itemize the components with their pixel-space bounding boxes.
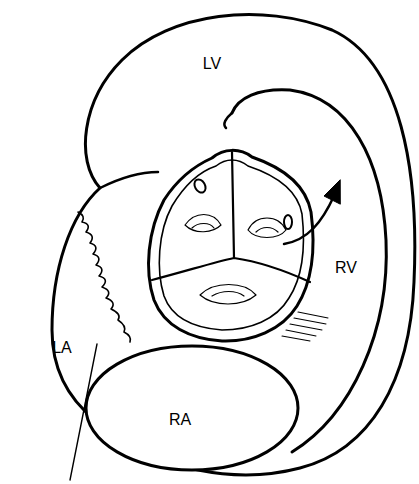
right-atrium-outline	[86, 346, 298, 470]
valve-rim	[159, 160, 303, 330]
commissures	[152, 152, 310, 282]
septum-hook	[224, 113, 232, 128]
chamber-label: LA	[52, 340, 72, 356]
cusp-folds	[185, 215, 286, 305]
coronary-ostium	[192, 177, 208, 194]
leader-line	[70, 344, 97, 480]
atrium-line	[100, 172, 158, 188]
flow-arrow	[284, 196, 334, 244]
chamber-label: RV	[335, 260, 357, 276]
coronary-ostium	[284, 215, 292, 229]
pectinate-muscles	[78, 212, 130, 342]
heart-outline	[52, 15, 415, 475]
chamber-label: RA	[169, 412, 191, 428]
flow-arrowhead	[324, 180, 340, 204]
aortic-valve	[149, 150, 313, 341]
chamber-label: LV	[203, 56, 221, 72]
